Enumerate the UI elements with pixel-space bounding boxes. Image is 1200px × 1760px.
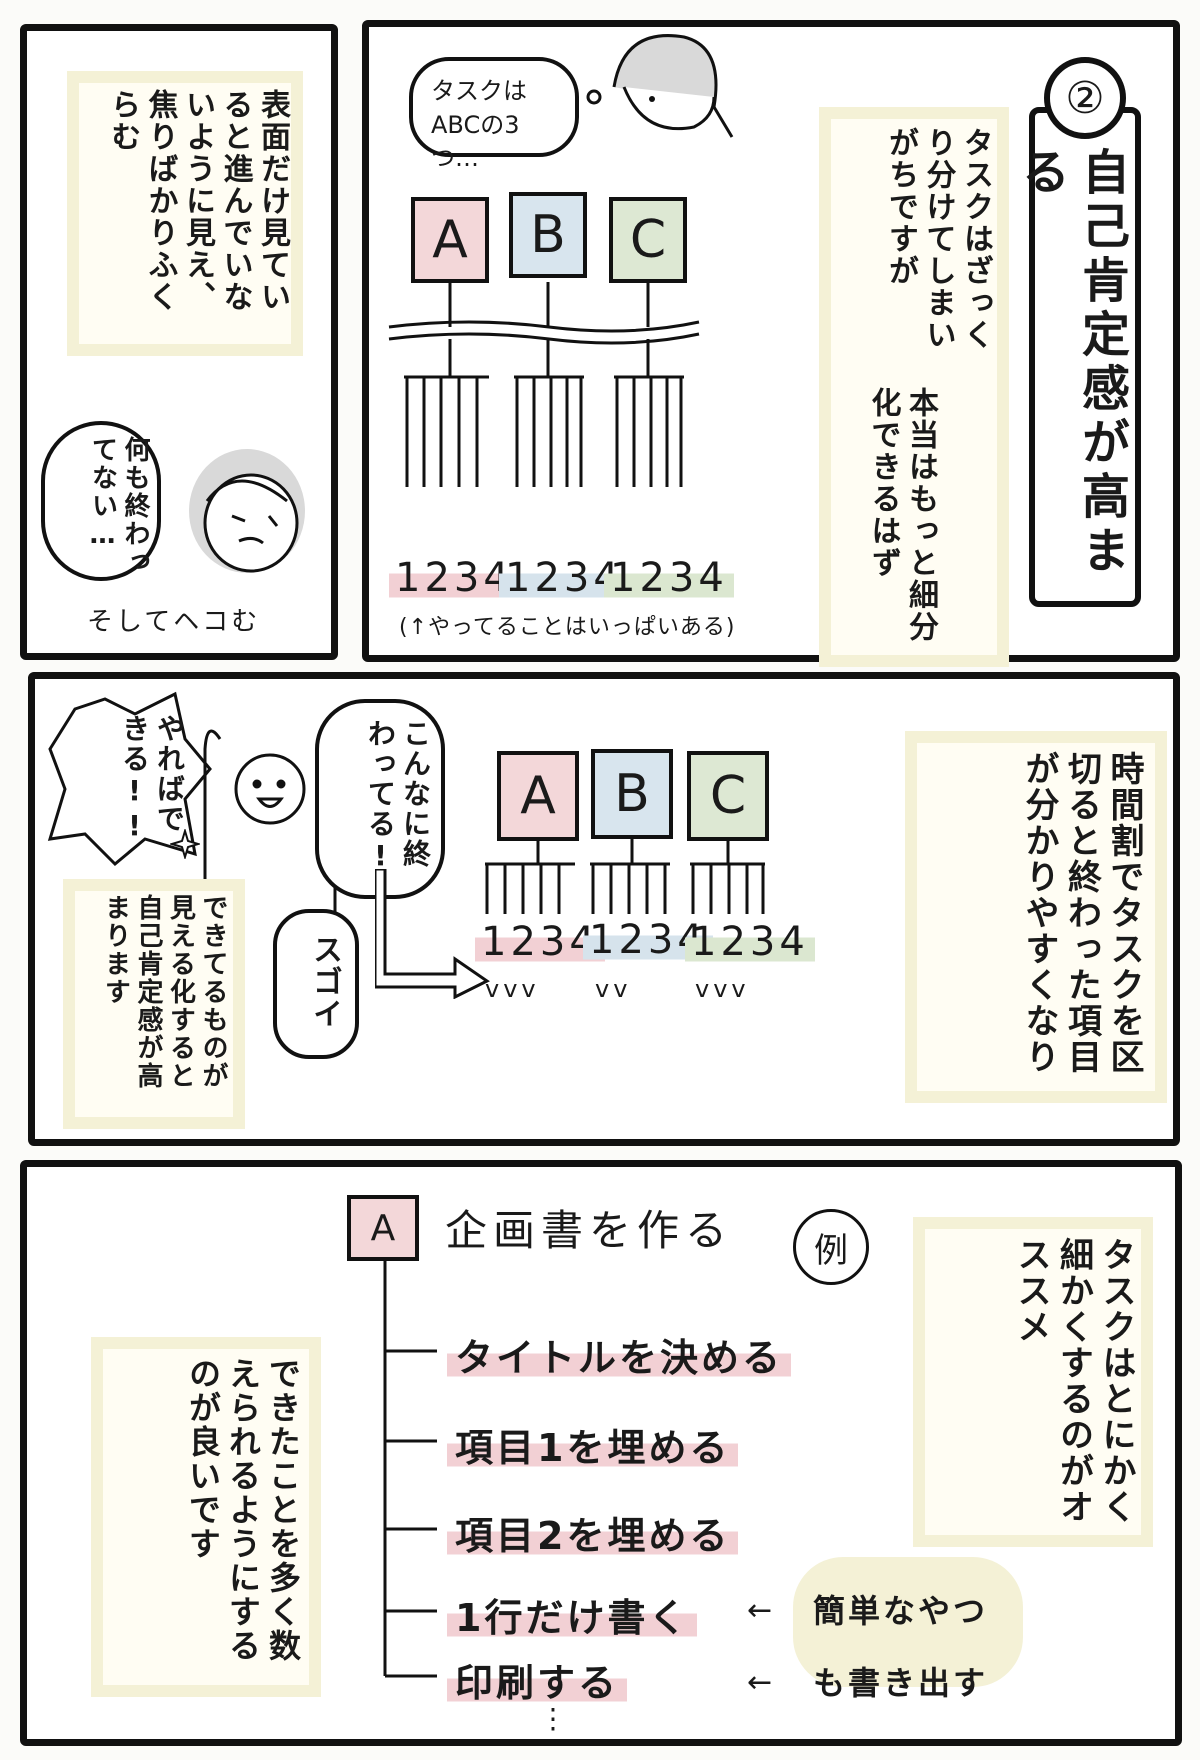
panel2-thought: タスクはABCの3つ…: [431, 77, 527, 173]
subtask-item: 1行だけ書く: [447, 1587, 698, 1642]
thinking-person: [586, 34, 734, 138]
shout-burst: [47, 691, 212, 867]
subtask-label: タイトルを決める: [447, 1336, 792, 1380]
task-box-b: B: [509, 192, 587, 278]
subtask-item: 項目1を埋める: [447, 1417, 739, 1472]
subtask-label: 1行だけ書く: [447, 1596, 698, 1640]
subtask-item: タイトルを決める: [447, 1327, 792, 1382]
caption-inner: [925, 1229, 1141, 1535]
subtask-item: 印刷する: [447, 1652, 628, 1707]
task-title: 企画書を作る: [445, 1206, 734, 1255]
task-tree-diagram: [485, 839, 765, 914]
check-marks-a: vvv: [485, 975, 540, 1003]
subtask-numbers-c: 1234: [685, 919, 815, 965]
subtask-numbers-a: 1234: [475, 919, 605, 965]
subtask-label: 印刷する: [447, 1661, 628, 1705]
panel1-caption: 表面だけ見ていると進んでいないように見え、焦りばかりふくらむ: [105, 89, 290, 313]
speech-bubble: [41, 421, 161, 581]
panel-3: やればできる!! できてるものが見える化すると自己肯定感が高まります こんなに終…: [28, 672, 1180, 1146]
sparkle-icon: [170, 829, 200, 859]
caption-inner: [75, 891, 233, 1117]
task-box-a: A: [497, 751, 579, 841]
thought-bubble: [409, 57, 579, 157]
task-box-c: C: [687, 751, 769, 841]
caption-inner: [831, 119, 997, 655]
subtask-numbers-a: 1234: [389, 555, 519, 601]
panel3-speech: こんなに終わってる!: [364, 719, 432, 874]
check-marks-b: vv: [595, 975, 632, 1003]
section-title: 自己肯定感が高まる: [1013, 147, 1129, 579]
subtask-tree: [383, 1261, 437, 1678]
panel2-caption-b: 本当はもっと細分化できるはず: [865, 387, 939, 643]
panel4-caption-right: タスクはとにかく細かくするのがオススメ: [1011, 1237, 1136, 1525]
panel4-note: 簡単なやつも書き出す: [813, 1592, 989, 1702]
section-number: ②: [1044, 57, 1126, 139]
task-box-b: B: [591, 749, 673, 839]
panel1-footer: そしてヘコむ: [87, 607, 261, 637]
note-arrows: ← ←: [747, 1575, 772, 1719]
panel3-caption-right: 時間割でタスクを区切ると終わった項目が分かりやすくなり: [1019, 751, 1144, 1075]
speech-bubble: [315, 699, 445, 899]
panel-4: A 企画書を作る 例 タイトルを決める 項目1を埋める 項目2を埋める 1行だけ…: [20, 1160, 1182, 1746]
panel3-speech2: スゴイ: [307, 934, 342, 1030]
panel-2: ② 自己肯定感が高まる タスクはざっくり分けてしまいがちですが 本当はもっと細分…: [362, 20, 1180, 667]
note-frame: [793, 1557, 1023, 1687]
arrow-icon: [375, 869, 490, 999]
worried-person: [189, 449, 305, 573]
task-label-a: A: [347, 1195, 419, 1261]
subtask-numbers-c: 1234: [604, 555, 734, 601]
panel2-caption-a: タスクはざっくり分けてしまいがちですが: [883, 127, 993, 351]
example-badge: 例: [793, 1209, 869, 1285]
panel2-note: (↑やってることはいっぱいある): [399, 615, 736, 640]
task-box-a: A: [411, 197, 489, 283]
arrow-left-icon: ←: [747, 1665, 773, 1700]
more-ellipsis: ⋮: [539, 1702, 567, 1735]
task-tree-diagram: [388, 282, 700, 487]
subtask-item: 項目2を埋める: [447, 1505, 739, 1560]
caption-inner: [917, 743, 1155, 1091]
subtask-label: 項目2を埋める: [447, 1514, 739, 1558]
subtask-label: 項目1を埋める: [447, 1426, 739, 1470]
panel1-speech: 何も終わってない…: [87, 436, 151, 576]
panel3-shout: やればできる!!: [118, 714, 186, 844]
task-box-c: C: [609, 197, 687, 283]
speech-bubble-2: [273, 909, 359, 1059]
panel4-caption-left: できたことを多く数えられるようにするのが良いです: [184, 1357, 302, 1663]
panel-1: 表面だけ見ていると進んでいないように見え、焦りばかりふくらむ 何も終わってない……: [20, 24, 338, 660]
panel3-caption-left: できてるものが見える化すると自己肯定感が高まります: [100, 894, 229, 1090]
arrow-left-icon: ←: [747, 1593, 773, 1628]
caption-inner: [79, 83, 291, 344]
check-marks-c: vvv: [695, 975, 750, 1003]
caption-inner: [103, 1349, 309, 1685]
